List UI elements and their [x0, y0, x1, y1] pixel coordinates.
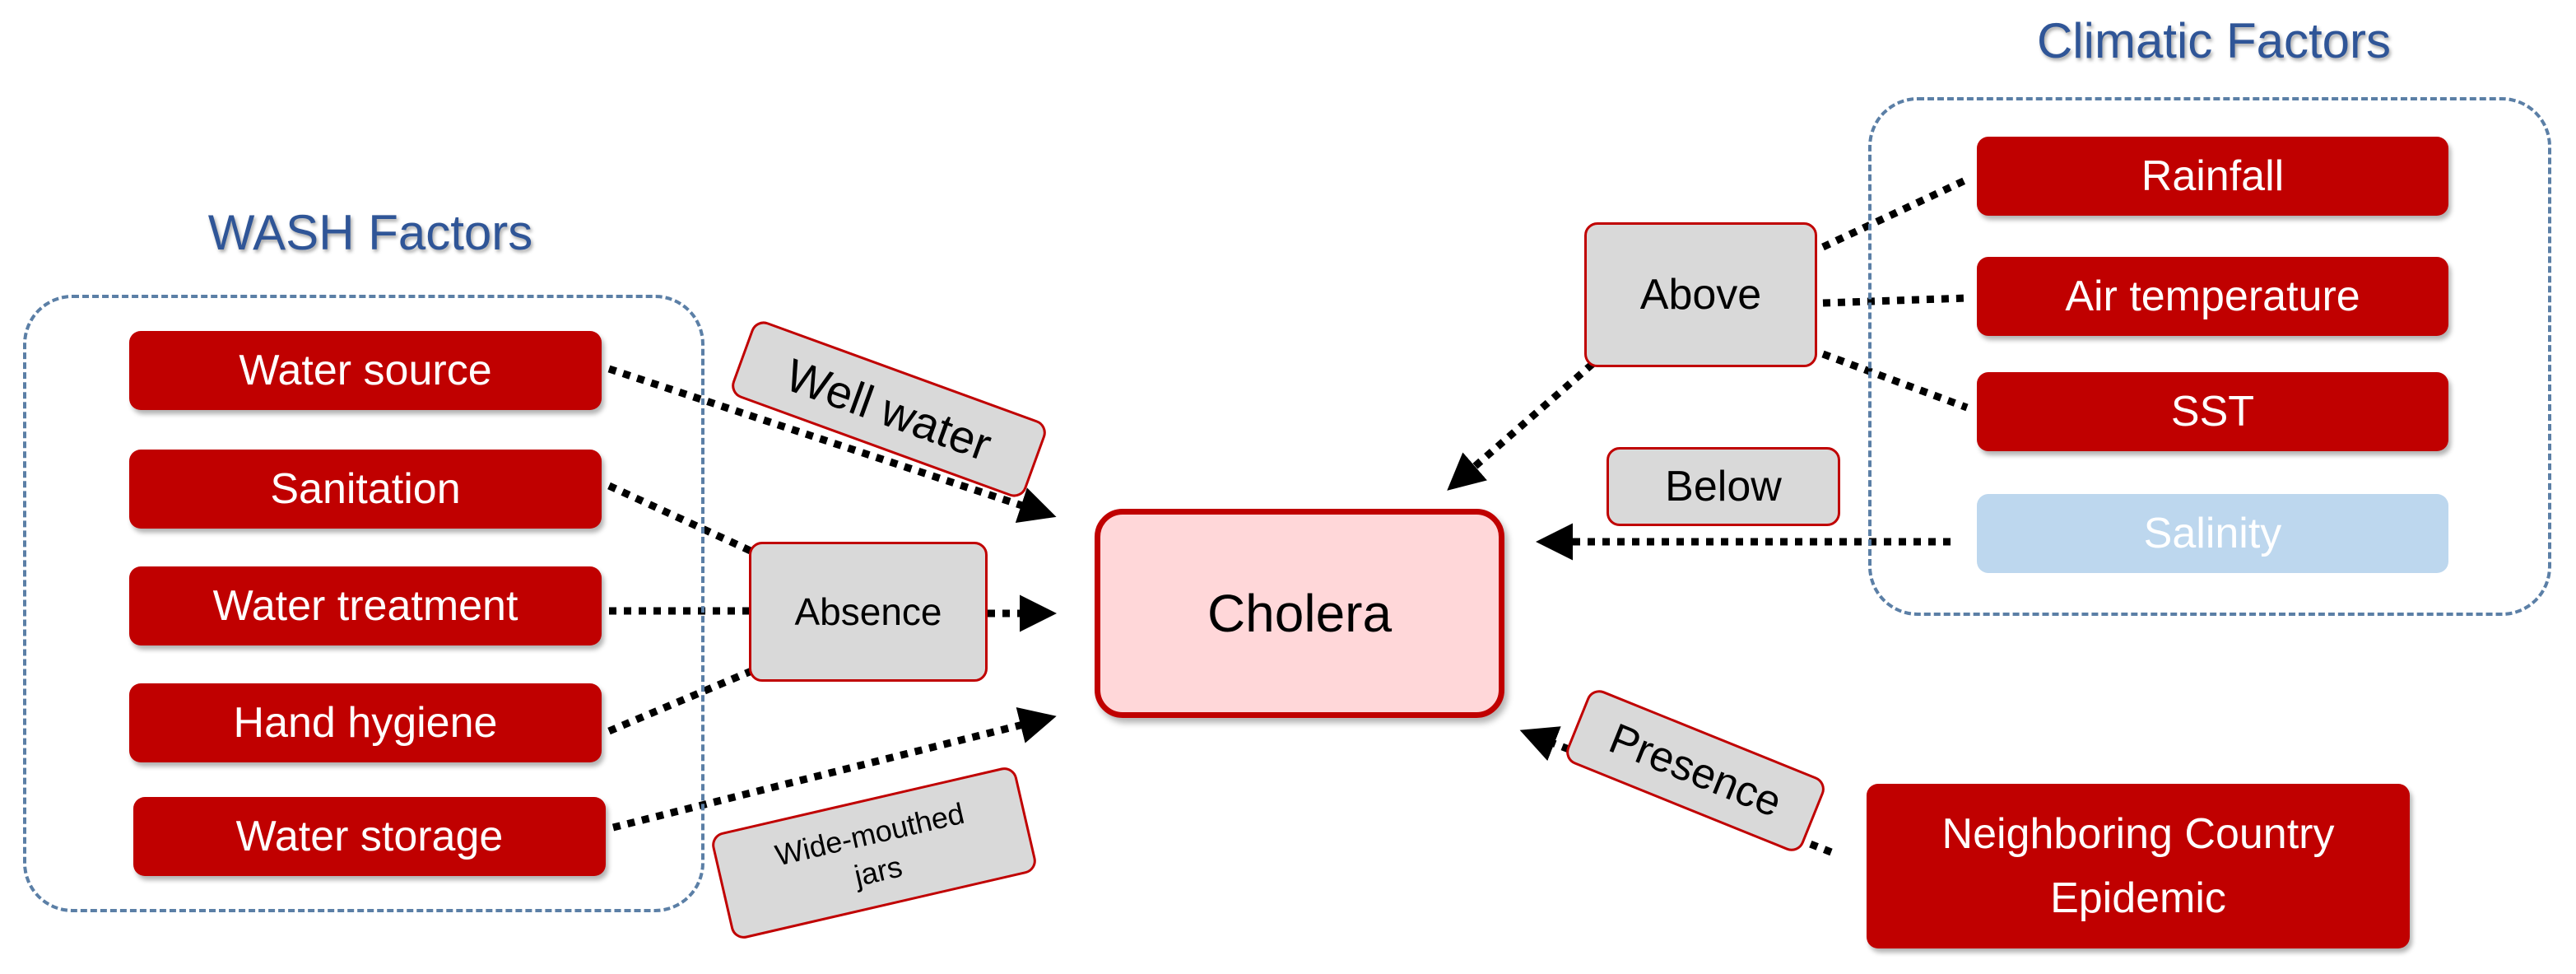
factor-water-treatment: Water treatment — [129, 566, 602, 645]
factor-neighboring-country-epidemic: Neighboring Country Epidemic — [1867, 784, 2410, 948]
arrow-water-storage-to-cholera — [611, 706, 1057, 832]
factor-hand-hygiene: Hand hygiene — [129, 683, 602, 762]
arrow-water-source-to-cholera — [607, 365, 1057, 524]
factor-sanitation: Sanitation — [129, 450, 602, 529]
climatic-factors-group — [1868, 97, 2551, 616]
factor-sst: SST — [1977, 372, 2448, 451]
wash-factors-group — [23, 295, 704, 912]
line-above-to-rainfall — [1821, 175, 1969, 251]
cholera-node: Cholera — [1095, 509, 1504, 718]
neighbor-line-1: Neighboring Country — [1941, 810, 2335, 858]
label-absence: Absence — [749, 542, 988, 682]
factor-salinity: Salinity — [1977, 494, 2448, 573]
factor-rainfall: Rainfall — [1977, 137, 2448, 216]
line-above-to-sst — [1821, 350, 1969, 412]
label-below: Below — [1607, 447, 1840, 526]
line-hand-hygiene-to-absence — [607, 663, 763, 735]
factor-water-source: Water source — [129, 331, 602, 410]
factor-air-temperature: Air temperature — [1977, 257, 2448, 336]
line-sanitation-to-absence — [607, 482, 763, 560]
factor-water-storage: Water storage — [133, 797, 606, 876]
wash-factors-title: WASH Factors — [207, 205, 533, 260]
neighbor-line-2: Epidemic — [2050, 874, 2226, 922]
label-above: Above — [1584, 222, 1817, 367]
line-above-to-air-temperature — [1822, 294, 1968, 307]
arrow-above-to-cholera — [1447, 361, 1595, 491]
climatic-factors-title: Climatic Factors — [2036, 13, 2392, 68]
